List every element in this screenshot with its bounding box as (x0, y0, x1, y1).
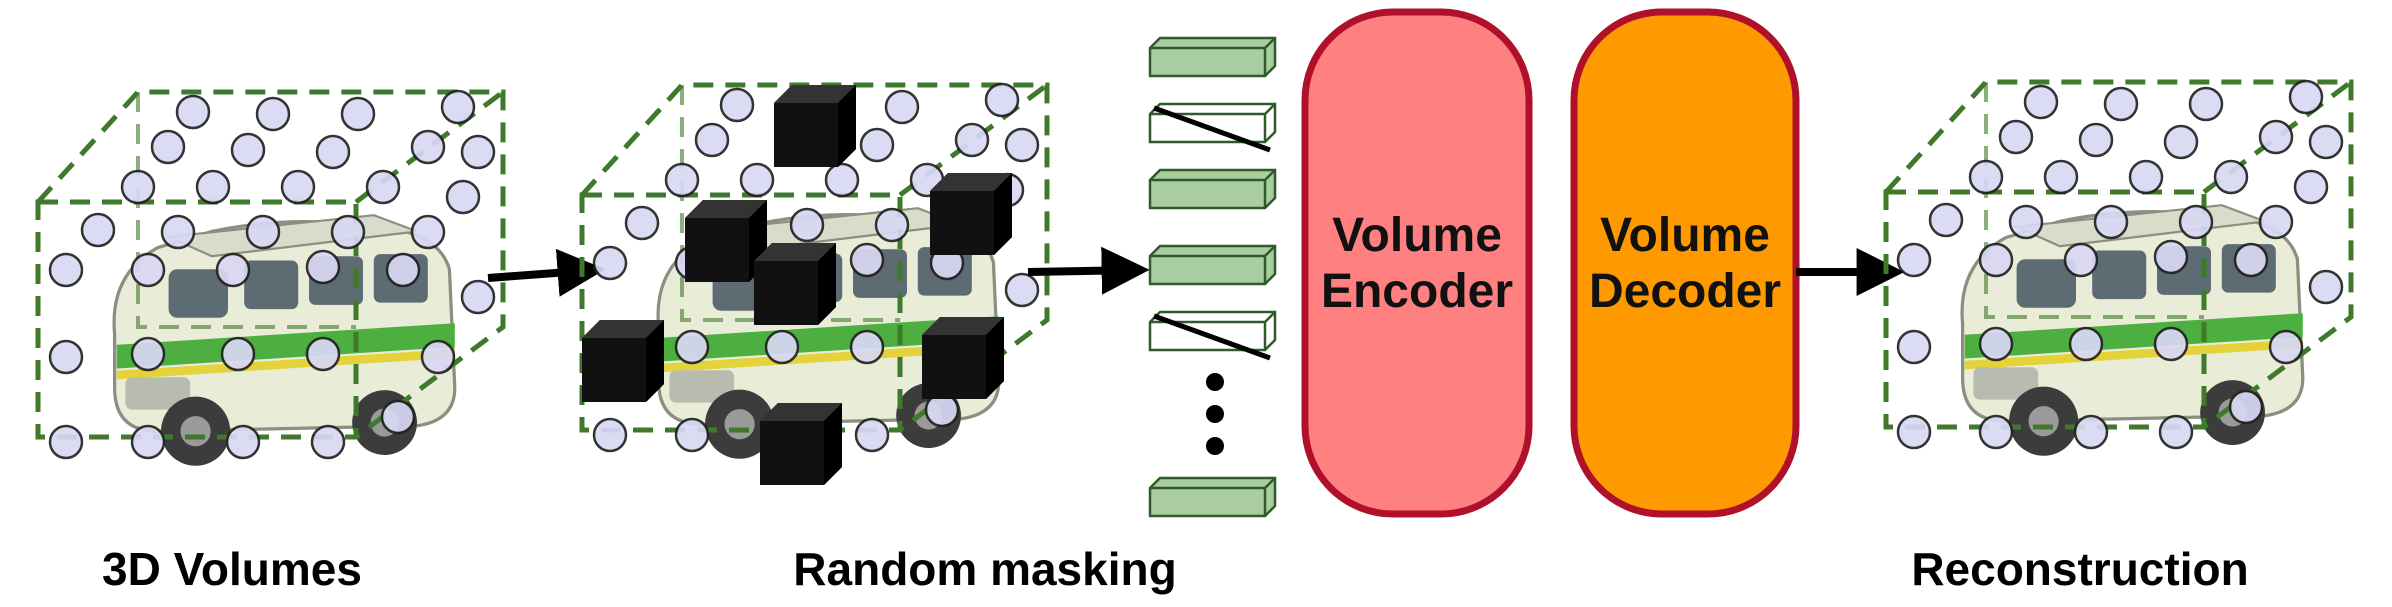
encoder-label: Volume Encoder (1305, 208, 1529, 320)
label-reconstruction: Reconstruction (1911, 543, 2249, 595)
arrow (487, 248, 606, 297)
token-bar (1148, 244, 1277, 286)
label-random-masking: Random masking (793, 543, 1177, 595)
ellipsis-dots (1206, 373, 1224, 455)
token-bar (1148, 36, 1277, 78)
arrow (1027, 246, 1150, 295)
masked-token (1150, 312, 1275, 358)
token-column (1148, 36, 1277, 518)
mask-cube (754, 243, 836, 325)
decoder-label: Volume Decoder (1574, 208, 1796, 320)
volume-cube-masked (582, 84, 1047, 485)
decoder-label-line2: Decoder (1588, 265, 1782, 318)
mask-cube (774, 85, 856, 167)
token-bar (1148, 476, 1277, 518)
decoder-label-line1: Volume (1600, 209, 1770, 262)
volume-cube-output (1886, 81, 2351, 458)
mask-cube (760, 403, 842, 485)
masked-token (1150, 104, 1275, 150)
token-bar (1148, 168, 1277, 210)
encoder-label-line2: Encoder (1320, 265, 1514, 318)
volume-encoder-block (1301, 8, 1533, 518)
volume-cube-input (38, 91, 503, 468)
encoder-label-line1: Volume (1332, 209, 1502, 262)
mask-cube (582, 320, 664, 402)
mask-cube (930, 173, 1012, 255)
mask-cube (922, 317, 1004, 399)
label-3d-volumes: 3D Volumes (102, 543, 362, 595)
volume-decoder-block (1570, 8, 1800, 518)
